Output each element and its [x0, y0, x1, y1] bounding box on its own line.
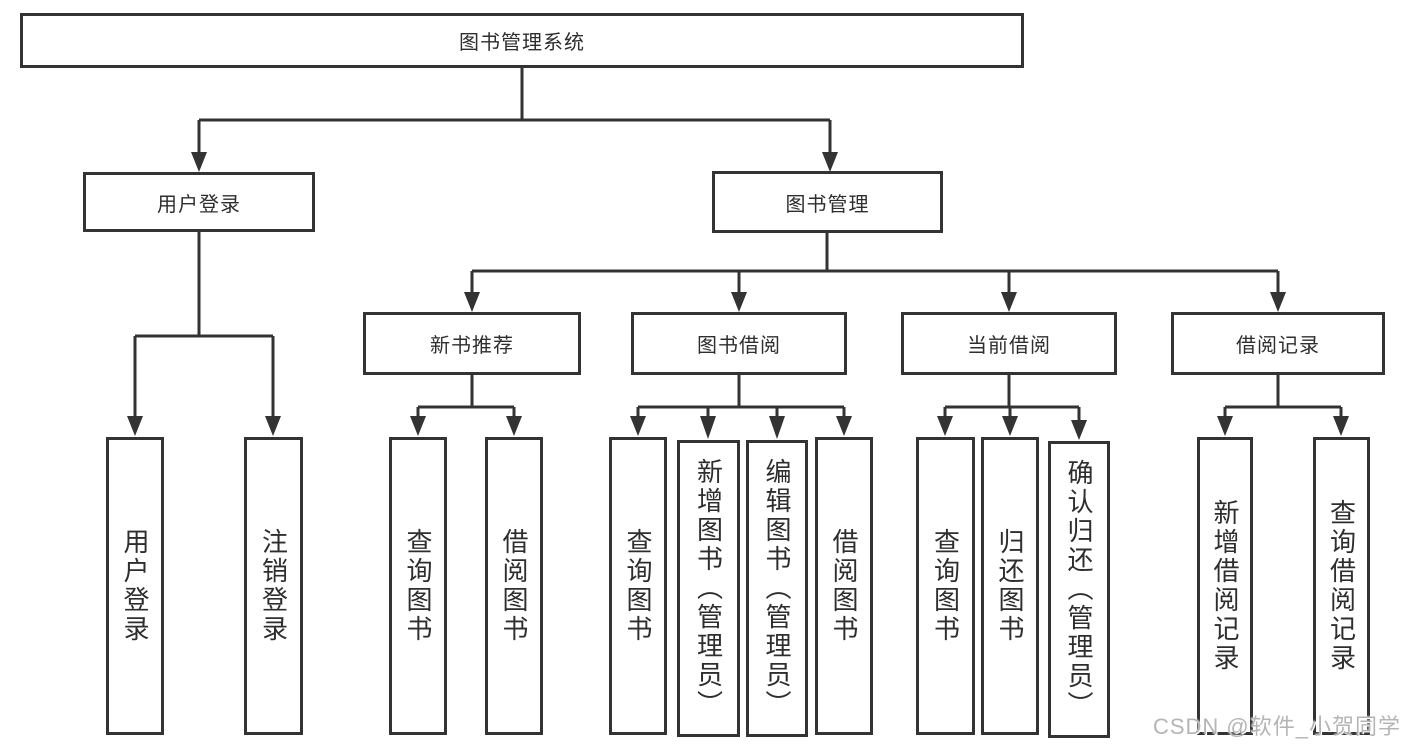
node-new-book-recommend: 新书推荐: [363, 312, 581, 375]
leaf-edit-books-admin: 编辑图书（管理员）: [746, 440, 808, 737]
node-user-login: 用户登录: [83, 172, 315, 232]
leaf-recommend-borrow-books: 借阅图书: [485, 437, 543, 735]
leaf-borrow-books: 借阅图书: [815, 437, 873, 735]
leaf-query-borrow-record: 查询借阅记录: [1313, 437, 1370, 735]
leaf-recommend-query-books: 查询图书: [389, 437, 447, 735]
leaf-user-login: 用户登录: [106, 437, 164, 735]
leaf-add-borrow-record: 新增借阅记录: [1197, 437, 1253, 735]
leaf-current-query-books: 查询图书: [916, 437, 975, 735]
node-book-borrow: 图书借阅: [631, 312, 847, 375]
node-book-management: 图书管理: [712, 171, 943, 233]
leaf-add-books-admin: 新增图书（管理员）: [677, 440, 740, 737]
leaf-borrow-query-books: 查询图书: [609, 437, 667, 735]
leaf-logout: 注销登录: [244, 437, 303, 735]
node-borrow-records: 借阅记录: [1171, 312, 1385, 375]
node-library-management-system: 图书管理系统: [20, 13, 1024, 68]
leaf-return-books: 归还图书: [981, 437, 1039, 735]
node-current-borrow: 当前借阅: [901, 312, 1117, 375]
arrowheads: [127, 152, 1349, 440]
csdn-watermark: CSDN @软件_小贺同学: [1152, 714, 1401, 739]
leaf-confirm-return-admin: 确认归还（管理员）: [1048, 441, 1110, 738]
